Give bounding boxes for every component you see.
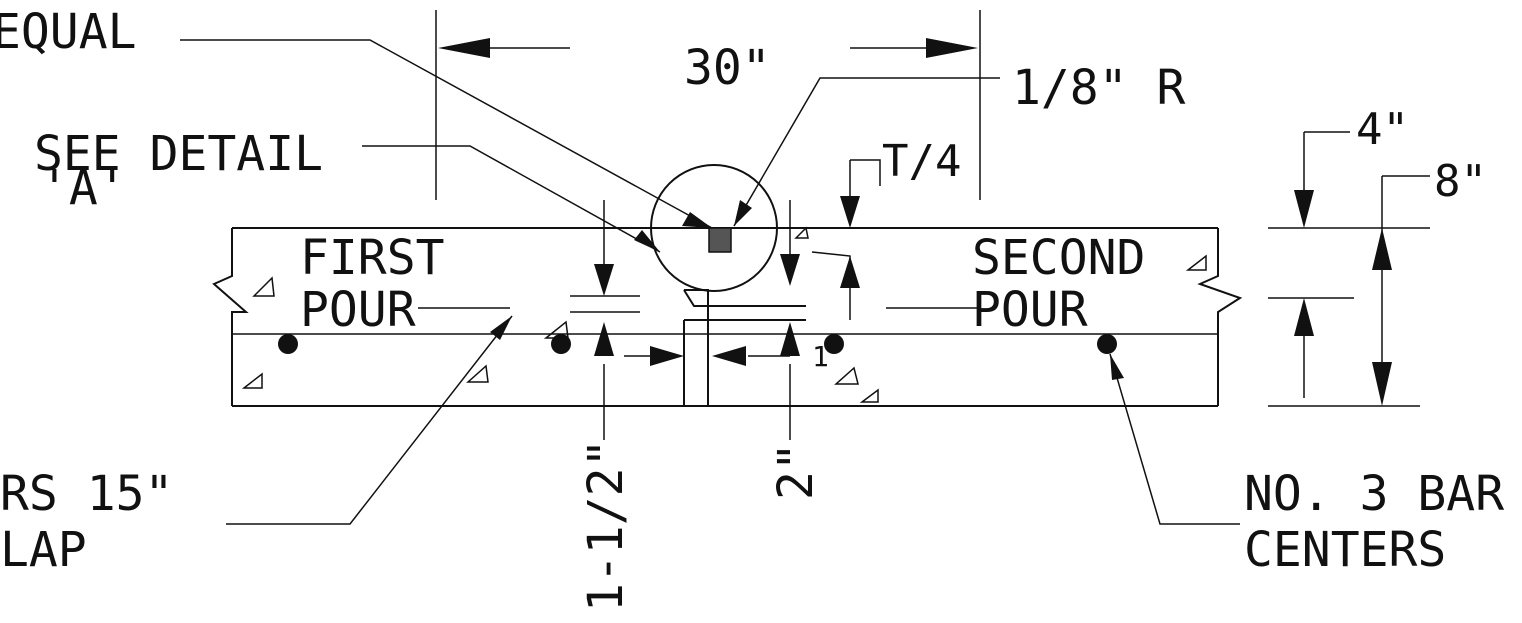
bars-lap-label-2: LAP	[0, 522, 87, 578]
first-pour-label-2: POUR	[300, 282, 416, 338]
no3-bar-label-1: NO. 3 BAR	[1244, 466, 1504, 522]
equal-label: EQUAL	[0, 4, 137, 60]
dim-8-label: 8"	[1434, 156, 1487, 207]
see-detail-leader	[362, 145, 661, 253]
dim-4-label: 4"	[1356, 104, 1409, 155]
eighth-r-label: 1/8" R	[1012, 60, 1185, 116]
no3-leader	[1109, 353, 1240, 525]
equal-leader	[180, 39, 713, 229]
bars-lap-leader	[226, 315, 513, 525]
rebar-dot	[824, 334, 844, 354]
dim-1-label: 1	[812, 340, 829, 373]
rebar-dots	[278, 334, 1117, 354]
dim-2-label: 2"	[768, 442, 824, 500]
aggregate-marks	[241, 226, 1207, 403]
eighth-r-leader	[733, 77, 1000, 227]
second-pour-label-2: POUR	[972, 282, 1088, 338]
dim-1-5-group	[570, 200, 684, 440]
first-pour-label-1: FIRST	[300, 230, 445, 286]
dim-1-5-label: 1-1/2"	[578, 439, 634, 612]
hatched-joint-square	[708, 227, 732, 253]
no3-bar-label-2: CENTERS	[1244, 522, 1446, 578]
second-pour-label-1: SECOND	[972, 230, 1145, 286]
detail-a-circle	[650, 164, 778, 292]
bars-lap-label-1: RS 15"	[0, 466, 173, 522]
t-over-4-label: T/4	[882, 136, 961, 187]
see-detail-a-label: 'A'	[40, 160, 127, 216]
rebar-dot	[278, 334, 298, 354]
see-detail-label: SEE DETAIL	[34, 126, 323, 182]
t4-dim-group	[780, 159, 881, 320]
dim-30-group	[435, 10, 981, 200]
dim-30-label: 30"	[684, 40, 771, 96]
dim-2-group	[712, 322, 800, 440]
rebar-dot	[1097, 334, 1117, 354]
right-section-dims	[1268, 131, 1430, 407]
rebar-dot	[551, 334, 571, 354]
